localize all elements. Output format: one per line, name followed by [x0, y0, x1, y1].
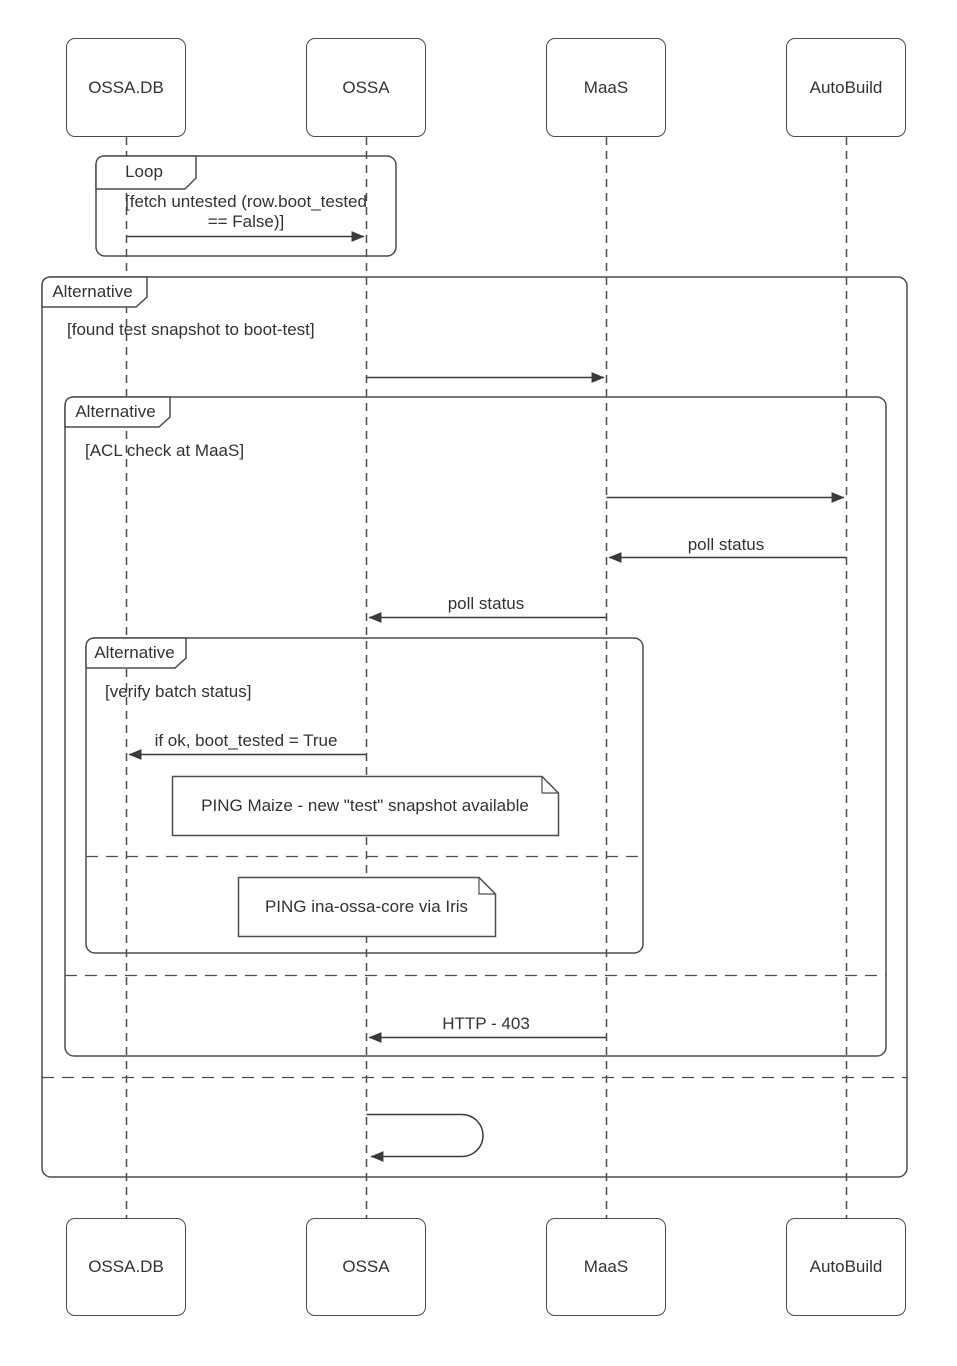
actor-box-ossadb-bottom: OSSA.DB	[66, 1218, 186, 1316]
alt-middle-fragment-frame	[64, 396, 887, 1057]
message-label-poll-status-2: poll status	[447, 594, 525, 613]
actor-box-ossa-top: OSSA	[306, 38, 426, 137]
message-label-boot-tested-true: if ok, boot_tested = True	[154, 731, 338, 750]
actor-label-ossadb: OSSA.DB	[88, 77, 164, 97]
alt-outer-fragment-condition: [found test snapshot to boot-test]	[67, 320, 315, 339]
alt-inner-fragment-condition: [verify batch status]	[105, 682, 252, 701]
actor-label-ossa: OSSA	[342, 1257, 390, 1276]
note-fold-icon	[541, 776, 559, 794]
note-ping-maize-text: PING Maize - new "test" snapshot availab…	[201, 795, 529, 815]
actor-box-autobuild-bottom: AutoBuild	[786, 1218, 906, 1316]
actor-box-maas-top: MaaS	[546, 38, 666, 137]
actor-box-ossa-bottom: OSSA	[306, 1218, 426, 1316]
actor-label-maas: MaaS	[583, 1257, 629, 1276]
alt-outer-fragment-tab	[41, 276, 148, 308]
actor-label-maas: MaaS	[583, 77, 629, 97]
actor-label-autobuild: AutoBuild	[809, 1257, 883, 1276]
loop-fragment-condition: [fetch untested (row.boot_tested == Fals…	[125, 192, 367, 231]
alt-inner-fragment-frame	[85, 637, 644, 954]
alt-outer-fragment-label: Alternative	[52, 281, 133, 301]
actor-label-ossadb: OSSA.DB	[88, 1257, 164, 1276]
message-label-http-403: HTTP - 403	[442, 1014, 530, 1033]
note-ping-maize-shape	[171, 775, 560, 837]
loop-fragment-frame	[95, 155, 397, 257]
alt-middle-fragment-condition: [ACL check at MaaS]	[85, 441, 245, 460]
note-ping-ina-ossa-core-shape	[237, 876, 497, 938]
actor-box-ossadb-top: OSSA.DB	[66, 38, 186, 137]
loop-fragment-label: Loop	[125, 162, 163, 181]
actor-label-ossa: OSSA	[342, 77, 390, 97]
loop-fragment-tab	[95, 155, 197, 190]
alt-middle-fragment-tab	[64, 396, 171, 428]
alt-inner-fragment-label: Alternative	[94, 642, 175, 662]
actor-box-maas-bottom: MaaS	[546, 1218, 666, 1316]
self-message-arrow-ossa	[366, 1113, 484, 1162]
alt-middle-fragment-label: Alternative	[75, 401, 156, 421]
alt-outer-fragment-frame	[41, 276, 908, 1178]
actor-label-autobuild: AutoBuild	[809, 77, 883, 97]
alt-inner-fragment-tab	[85, 637, 187, 669]
message-label-poll-status-1: poll status	[687, 535, 765, 554]
actor-box-autobuild-top: AutoBuild	[786, 38, 906, 137]
note-fold-icon	[478, 877, 496, 895]
note-ping-ina-ossa-core-text: PING ina-ossa-core via Iris	[264, 896, 469, 916]
